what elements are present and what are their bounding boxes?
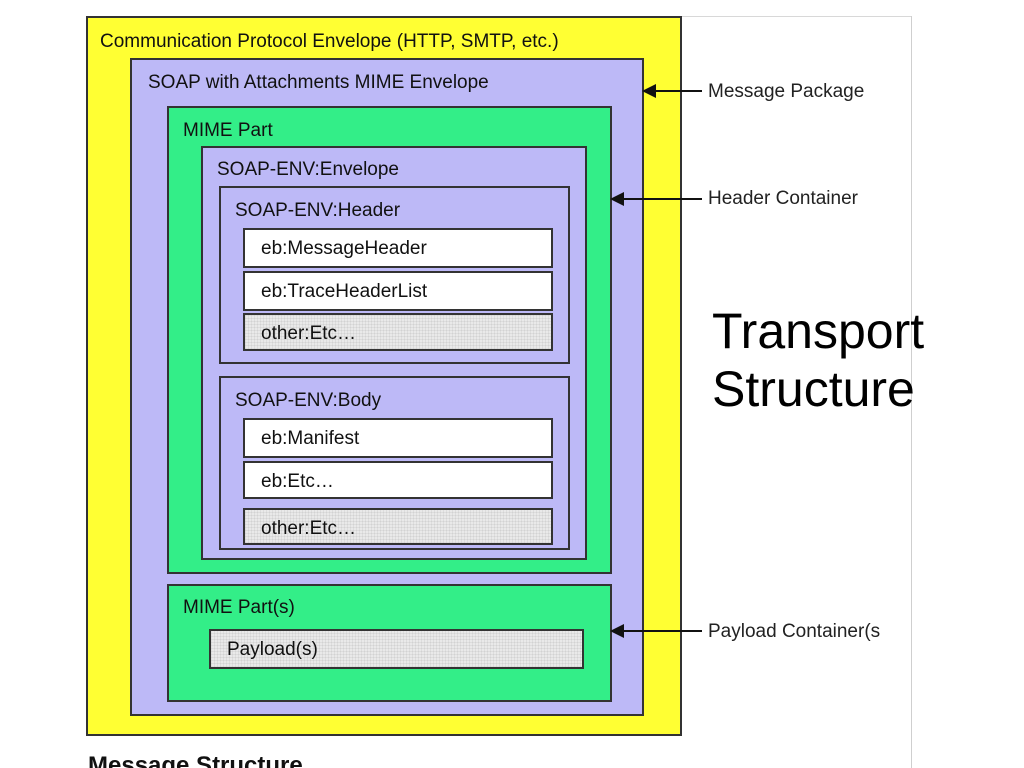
payload-container-label: Payload Container(s <box>708 621 881 642</box>
body-item-label: eb:Manifest <box>261 428 360 449</box>
payload-label: Payload(s) <box>227 639 318 660</box>
mime-envelope-label: SOAP with Attachments MIME Envelope <box>148 72 489 93</box>
protocol-envelope-label: Communication Protocol Envelope (HTTP, S… <box>100 31 559 52</box>
message-package-arrowhead <box>642 84 656 98</box>
payload-container-arrow <box>622 630 702 632</box>
body-item-manifest: eb:Manifest <box>243 418 553 458</box>
body-item-eb-etc: eb:Etc… <box>243 461 553 499</box>
soap-body-label: SOAP-ENV:Body <box>235 390 382 411</box>
header-item-label: eb:TraceHeaderList <box>261 281 428 302</box>
soap-header-label: SOAP-ENV:Header <box>235 200 401 221</box>
header-item-label: other:Etc… <box>261 323 357 344</box>
header-container-arrow <box>622 198 702 200</box>
header-container-arrowhead <box>610 192 624 206</box>
header-container-label: Header Container <box>708 188 858 209</box>
diagram-caption: Message Structure <box>88 752 303 768</box>
header-item-other-etc: other:Etc… <box>243 313 553 351</box>
payload-box: Payload(s) <box>209 629 584 669</box>
body-item-other-etc: other:Etc… <box>243 508 553 545</box>
body-item-label: eb:Etc… <box>261 471 334 492</box>
header-item-label: eb:MessageHeader <box>261 238 427 259</box>
slide-title-line-2: Structure <box>712 361 915 417</box>
frame-right-border <box>911 16 912 768</box>
message-package-label: Message Package <box>708 81 865 102</box>
slide-title-line-1: Transport <box>712 303 925 359</box>
soap-envelope-label: SOAP-ENV:Envelope <box>217 159 399 180</box>
mime-part-label: MIME Part <box>183 120 273 141</box>
mime-parts-label: MIME Part(s) <box>183 597 295 618</box>
header-item-message-header: eb:MessageHeader <box>243 228 553 268</box>
slide-title: Transport Structure <box>712 302 924 418</box>
payload-container-arrowhead <box>610 624 624 638</box>
body-item-label: other:Etc… <box>261 518 357 539</box>
message-package-arrow <box>654 90 702 92</box>
header-item-trace-header-list: eb:TraceHeaderList <box>243 271 553 311</box>
